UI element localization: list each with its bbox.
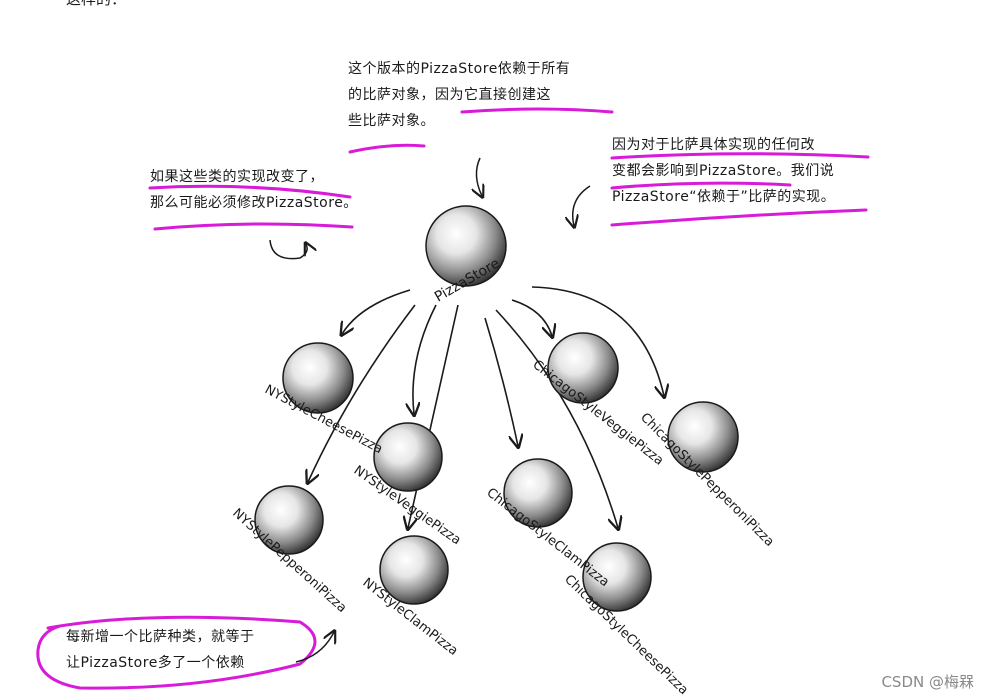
- note-bottom-line-1: 每新增一个比萨种类，就等于: [66, 624, 255, 650]
- note-top-line-1: 这个版本的PizzaStore依赖于所有: [348, 56, 570, 82]
- dependency-arrows: [308, 287, 664, 528]
- arrow-to-chicago-veggie: [512, 300, 552, 336]
- note-left: 如果这些类的实现改变了， 那么可能必须修改PizzaStore。: [150, 164, 358, 216]
- highlight-top-2: [350, 145, 424, 152]
- note-left-line-2: 那么可能必须修改PizzaStore。: [150, 190, 358, 216]
- note-right-line-2: 变都会影响到PizzaStore。我们说: [612, 158, 835, 184]
- pointer-right-arrow: [573, 186, 590, 226]
- note-right-line-3: PizzaStore“依赖于”比萨的实现。: [612, 184, 835, 210]
- arrow-to-ny-cheese: [342, 290, 410, 334]
- note-bottom-line-2: 让PizzaStore多了一个依赖: [66, 650, 255, 676]
- note-top: 这个版本的PizzaStore依赖于所有 的比萨对象，因为它直接创建这 些比萨对…: [348, 56, 570, 134]
- pointer-top-arrow: [476, 158, 482, 196]
- note-left-line-1: 如果这些类的实现改变了，: [150, 164, 358, 190]
- note-bottom: 每新增一个比萨种类，就等于 让PizzaStore多了一个依赖: [66, 624, 255, 676]
- watermark: CSDN @梅槑: [881, 671, 974, 692]
- highlight-right-3: [612, 210, 866, 225]
- note-top-line-2: 的比萨对象，因为它直接创建这: [348, 82, 570, 108]
- arrow-to-ny-veggie: [413, 305, 436, 414]
- arrow-to-chicago-clam: [485, 318, 518, 446]
- note-top-line-3: 些比萨对象。: [348, 108, 570, 134]
- highlight-left-2: [155, 224, 352, 229]
- pointer-left-arrow: [270, 240, 307, 259]
- note-right-line-1: 因为对于比萨具体实现的任何改: [612, 132, 835, 158]
- arrow-to-ny-clam: [408, 305, 458, 528]
- note-right: 因为对于比萨具体实现的任何改 变都会影响到PizzaStore。我们说 Pizz…: [612, 132, 835, 210]
